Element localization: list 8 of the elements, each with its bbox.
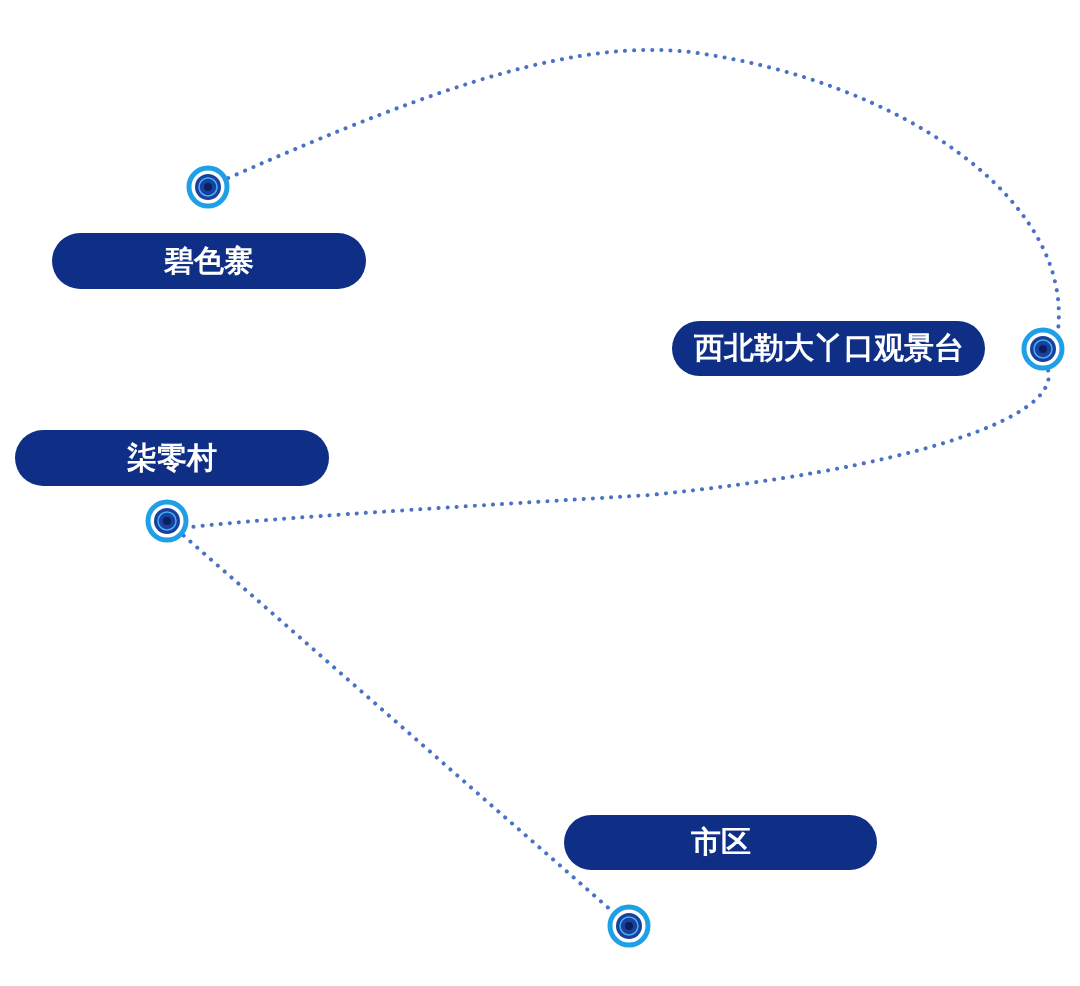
location-marker-icon (145, 499, 189, 543)
place-label: 西北勒大丫口观景台 (672, 321, 985, 376)
location-marker-icon (186, 165, 230, 209)
place-label: 碧色寨 (52, 233, 366, 289)
location-marker-icon (1021, 327, 1065, 371)
location-marker-icon (607, 904, 651, 948)
place-label: 市区 (564, 815, 877, 870)
place-label: 柒零村 (15, 430, 329, 486)
